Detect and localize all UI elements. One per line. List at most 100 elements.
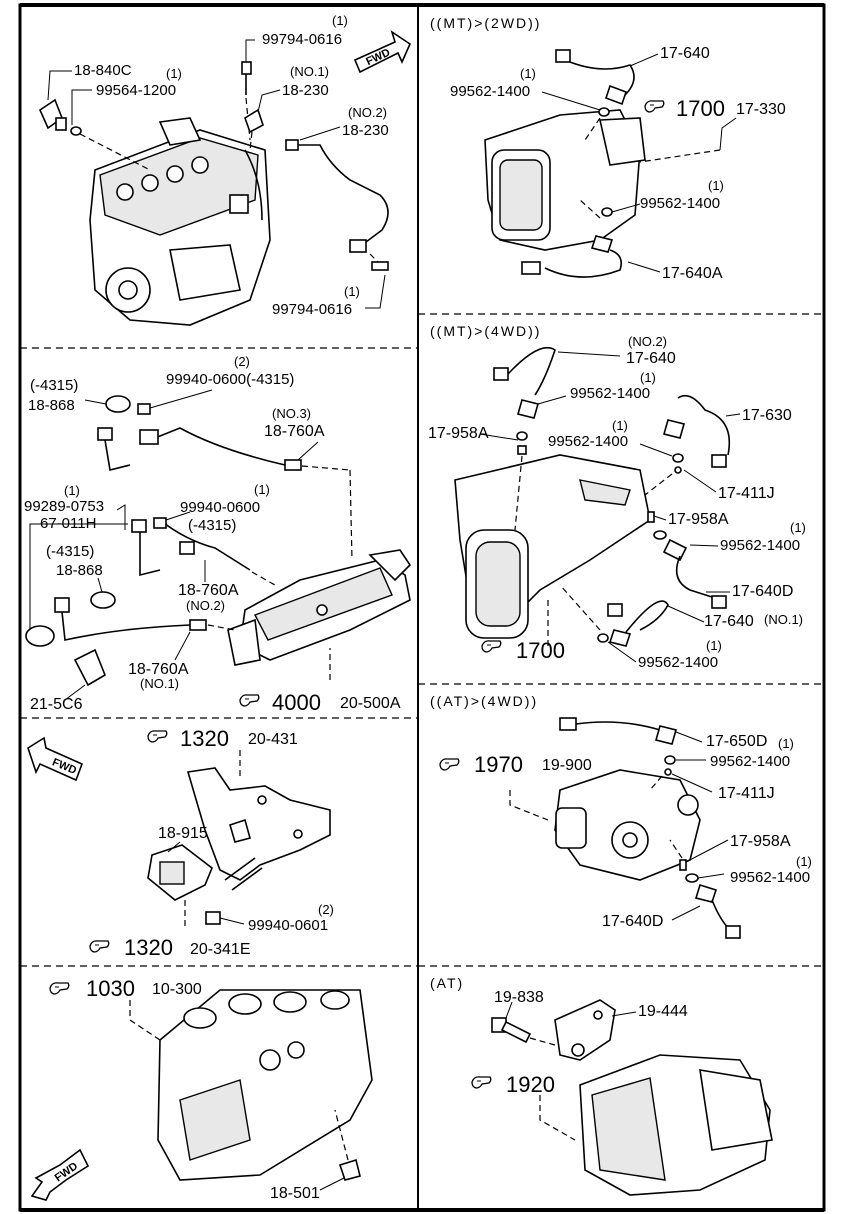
part-label: 99562-1400 <box>710 753 790 770</box>
part-label: 67-011H <box>40 515 96 532</box>
part-label: 18-915 <box>158 825 208 842</box>
sensor-18-840C <box>38 98 151 171</box>
ref-icon <box>89 940 110 953</box>
clamp-67-011H <box>25 625 55 647</box>
sensor-17-630 <box>644 394 730 496</box>
qty-label: (1) <box>520 66 536 81</box>
part-label: 18-840C <box>74 62 132 79</box>
part-label: 19-444 <box>638 1003 688 1020</box>
sensor-18-230-no2 <box>285 139 389 271</box>
qty-label: (1) <box>332 13 348 28</box>
section-header: (AT) <box>430 975 464 991</box>
at-section: (AT) <box>430 975 773 1196</box>
range-label: (-4315) <box>188 517 236 534</box>
clip-18-868-b <box>90 591 116 609</box>
no-label: (NO.1) <box>290 64 329 79</box>
part-label: 17-411J <box>718 785 775 802</box>
no-label: (NO.3) <box>272 406 311 421</box>
part-label: 99564-1200 <box>96 82 176 99</box>
part-label: 99940-0600(-4315) <box>166 371 294 388</box>
block-labels: 1030 10-300 18-501 <box>86 976 320 1202</box>
qty-label: (1) <box>778 736 794 751</box>
part-label: 17-411J <box>718 485 775 502</box>
qty-label: (2) <box>234 354 250 369</box>
bracket-drawing <box>186 767 331 881</box>
part-label: 17-330 <box>736 101 786 118</box>
ref-icon <box>147 730 168 743</box>
ref-label: 1320 <box>124 935 173 960</box>
part-label: 99562-1400 <box>548 433 628 450</box>
qty-label: (1) <box>64 483 80 498</box>
part-label: 18-868 <box>56 562 103 579</box>
ref-label: 1700 <box>676 96 725 121</box>
fwd-arrow-3: FWD <box>30 1148 90 1201</box>
sensor-18-760A-no1 <box>54 597 236 641</box>
mt-2wd-section: ((MT)>(2WD)) <box>430 15 737 278</box>
part-label: 17-640A <box>662 265 723 282</box>
block-section: FWD <box>30 982 373 1201</box>
part-label: 20-500A <box>340 695 401 712</box>
part-label: 18-868 <box>28 397 75 414</box>
nut-99940-0601 <box>205 911 221 925</box>
part-label: 20-341E <box>190 941 251 958</box>
part-label: 99562-1400 <box>450 83 530 100</box>
mt-4wd-section: ((MT)>(4WD)) <box>430 323 741 663</box>
section-header: ((AT)>(4WD)) <box>430 693 538 709</box>
qty-label: (1) <box>612 418 628 433</box>
transfer-case-drawing <box>554 769 701 881</box>
sensor-17-640-no1 <box>559 584 669 647</box>
part-label: 17-640 <box>704 613 754 630</box>
part-label: 99562-1400 <box>720 537 800 554</box>
transmission-drawing <box>484 109 646 251</box>
ref-label: 1920 <box>506 1072 555 1097</box>
part-label: 18-760A <box>178 582 239 599</box>
ref-icon <box>644 100 665 113</box>
fwd-arrow-1: FWD <box>353 30 412 74</box>
part-label: 17-640D <box>732 583 793 600</box>
part-label: 17-650D <box>706 733 767 750</box>
ref-icon <box>471 1076 492 1089</box>
ref-label: 1970 <box>474 752 523 777</box>
part-label: 99794-0616 <box>262 31 342 48</box>
qty-label: (1) <box>254 482 270 497</box>
nut-99940-b <box>153 517 167 529</box>
section-header: ((MT)>(2WD)) <box>430 15 541 31</box>
engine-head-labels: 18-840C (1) 99564-1200 (1) 99794-0616 (N… <box>74 13 389 318</box>
part-label: 21-5C6 <box>30 696 83 713</box>
ref-label: 1700 <box>516 638 565 663</box>
clip-18-868 <box>105 395 131 413</box>
no-label: (NO.2) <box>348 105 387 120</box>
part-label: 99940-0601 <box>248 917 328 934</box>
ref-label: 4000 <box>272 690 321 715</box>
no-label: (NO.2) <box>628 334 667 349</box>
part-label: 17-958A <box>428 425 489 442</box>
part-label: 20-431 <box>248 731 298 748</box>
knock-sensor-18-501 <box>334 1109 361 1181</box>
no-label: (NO.1) <box>764 612 803 627</box>
sensor-17-650D <box>559 717 677 791</box>
sensor-17-640 <box>555 49 635 141</box>
sensor-18-760A-no3 <box>97 427 353 561</box>
sensor-17-640D <box>647 511 727 609</box>
part-label: 99794-0616 <box>272 301 352 318</box>
range-label: (-4315) <box>46 543 94 560</box>
fwd-label: FWD <box>364 47 392 68</box>
ref-label: 1030 <box>86 976 135 1001</box>
ref-icon <box>481 640 502 653</box>
part-label: 18-230 <box>342 122 389 139</box>
bracket-21-5C6 <box>73 648 106 687</box>
qty-label: (2) <box>318 902 334 917</box>
part-label: 19-838 <box>494 989 544 1006</box>
part-label: 18-760A <box>264 423 325 440</box>
part-label: 17-958A <box>730 833 791 850</box>
no-label: (NO.2) <box>186 598 225 613</box>
at-labels: 19-838 19-444 1920 <box>494 989 688 1097</box>
cylinder-block-drawing <box>157 989 373 1181</box>
qty-label: (1) <box>790 520 806 535</box>
inhibitor-switch-19-444 <box>554 999 616 1061</box>
no-label: (NO.1) <box>140 676 179 691</box>
exhaust-labels: (-4315) 18-868 (2) 99940-0600(-4315) (NO… <box>24 354 401 715</box>
engine-head-section: FWD <box>38 30 412 326</box>
ref-icon <box>239 694 260 707</box>
